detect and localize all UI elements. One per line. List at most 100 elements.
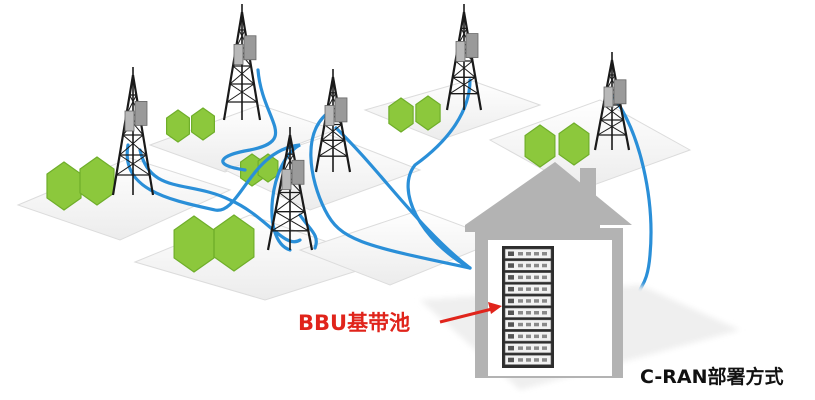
server-led <box>508 310 514 315</box>
rru-unit <box>603 86 614 108</box>
tower-brace <box>226 83 255 103</box>
server-bay <box>518 275 523 280</box>
cell-tower-icon <box>266 127 314 251</box>
server-bay <box>534 252 539 256</box>
central-office-building <box>420 162 740 390</box>
coverage-hexagon-icon <box>415 95 441 131</box>
cell-tower-icon <box>222 4 262 121</box>
server-bay <box>534 358 539 362</box>
server-bay <box>542 322 547 327</box>
server-led <box>508 286 514 292</box>
rru-unit <box>281 169 292 190</box>
coverage-hexagon-icon <box>213 214 255 272</box>
rru-unit <box>324 105 335 126</box>
tower-brace <box>324 124 345 141</box>
fiber-cable <box>309 108 472 270</box>
tower-brace <box>275 211 309 232</box>
tower-brace <box>275 192 302 213</box>
tower-brace <box>603 104 624 121</box>
server-bay <box>526 358 531 362</box>
fiber-cable <box>298 213 318 250</box>
server-bay <box>534 287 539 291</box>
tower-brace <box>452 60 473 78</box>
rru-unit <box>243 35 257 61</box>
tower-brace <box>321 124 342 141</box>
server-bay <box>526 299 531 303</box>
coverage-hexagon-icon <box>388 97 414 133</box>
rru-unit <box>455 41 466 62</box>
server-bay <box>534 334 539 339</box>
cell-tower-icon <box>111 67 155 196</box>
fiber-cable <box>221 68 278 172</box>
server-bay <box>542 311 547 315</box>
fiber-cable <box>610 93 653 292</box>
tower-brace <box>452 76 479 95</box>
server-bay <box>518 322 523 327</box>
deployment-caption: C-RAN部署方式 <box>640 365 784 388</box>
server-bay <box>542 358 547 362</box>
rru-unit <box>465 33 479 58</box>
cell-tower-icon <box>314 69 352 173</box>
server-led <box>508 275 514 280</box>
bbu-pool-label: BBU基带池 <box>298 311 410 335</box>
tower-brace <box>449 76 476 95</box>
server-bay <box>518 299 523 303</box>
server-bay <box>534 263 539 268</box>
rru-unit <box>613 79 627 105</box>
server-bay <box>526 263 531 268</box>
server-bay <box>526 311 531 315</box>
server-bay <box>518 287 523 291</box>
server-bay <box>542 334 547 339</box>
coverage-hexagon-icon <box>558 122 590 166</box>
rru-unit <box>233 44 244 65</box>
tower-brace <box>278 192 305 213</box>
server-bay <box>534 322 539 327</box>
rru-unit <box>124 110 135 132</box>
server-led <box>508 298 514 304</box>
fiber-cable <box>138 148 302 244</box>
server-bay <box>534 311 539 315</box>
server-led <box>508 334 514 339</box>
cell-tower-icon <box>445 4 483 111</box>
server-bay <box>518 334 523 339</box>
tower-brace <box>271 211 305 232</box>
server-led <box>508 345 514 351</box>
server-led <box>508 251 514 256</box>
tower-brace <box>600 119 627 136</box>
server-bay <box>534 275 539 280</box>
tower-brace <box>232 65 255 85</box>
server-bay <box>542 299 547 303</box>
tower-brace <box>597 119 624 136</box>
coverage-hexagon-icon <box>524 124 556 168</box>
server-bay <box>526 346 531 350</box>
rru-unit <box>291 159 305 185</box>
ground-plates <box>16 79 692 301</box>
rru-unit <box>334 97 348 123</box>
server-bay <box>542 263 547 268</box>
server-bay <box>526 334 531 339</box>
coverage-hexagon-icon <box>191 107 215 141</box>
server-bay <box>518 263 523 268</box>
tower-brace <box>321 139 348 157</box>
server-bay <box>526 252 531 256</box>
tower-brace <box>119 134 144 156</box>
server-led <box>508 322 514 327</box>
server-bay <box>542 346 547 350</box>
server-bay <box>534 346 539 350</box>
server-led <box>508 263 514 268</box>
tower-brace <box>122 134 147 156</box>
tower-brace <box>119 154 150 176</box>
tower-brace <box>455 60 476 78</box>
server-bay <box>542 252 547 256</box>
server-bay <box>542 287 547 291</box>
tower-brace <box>229 65 252 85</box>
coverage-hexagon-icon <box>79 156 115 206</box>
server-bay <box>526 322 531 327</box>
building-roof <box>465 162 632 232</box>
coverage-cells <box>46 95 590 273</box>
server-bay <box>518 346 523 350</box>
server-led <box>508 357 514 363</box>
chimney <box>580 168 596 202</box>
bbu-server-rack <box>502 246 554 368</box>
